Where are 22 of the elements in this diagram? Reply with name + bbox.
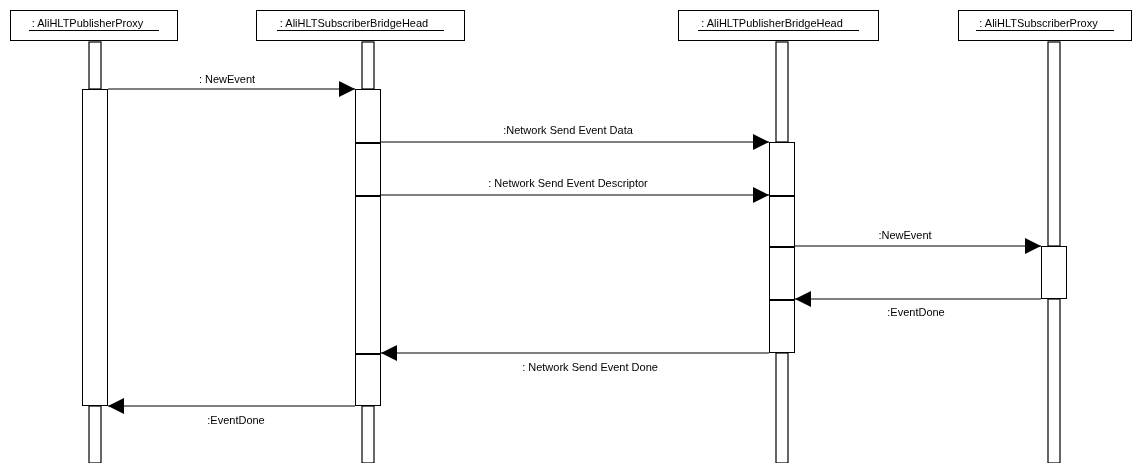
message-label: : Network Send Event Descriptor bbox=[486, 177, 650, 190]
message-label: :NewEvent bbox=[876, 229, 934, 242]
message-arrow bbox=[380, 187, 770, 203]
object-box bbox=[678, 10, 879, 41]
message-label: :EventDone bbox=[205, 414, 267, 427]
activation-bar bbox=[1041, 246, 1067, 299]
object-box bbox=[256, 10, 465, 41]
object-name: : AliHLTPublisherBridgeHead bbox=[698, 17, 859, 31]
message-arrow bbox=[794, 238, 1042, 254]
object-name: : AliHLTSubscriberProxy bbox=[976, 17, 1114, 31]
object-name: : AliHLTPublisherProxy bbox=[28, 17, 160, 31]
message-label: :EventDone bbox=[885, 306, 947, 319]
message-arrow bbox=[107, 398, 356, 414]
object-box bbox=[10, 10, 178, 41]
object-box bbox=[958, 10, 1132, 41]
message-arrow bbox=[380, 345, 770, 361]
message-label: :Network Send Event Data bbox=[501, 124, 635, 137]
message-label: : Network Send Event Done bbox=[520, 361, 660, 374]
message-arrow bbox=[107, 81, 356, 97]
object-name: : AliHLTSubscriberBridgeHead bbox=[276, 17, 445, 31]
message-arrow bbox=[794, 291, 1042, 307]
message-arrow bbox=[380, 134, 770, 150]
